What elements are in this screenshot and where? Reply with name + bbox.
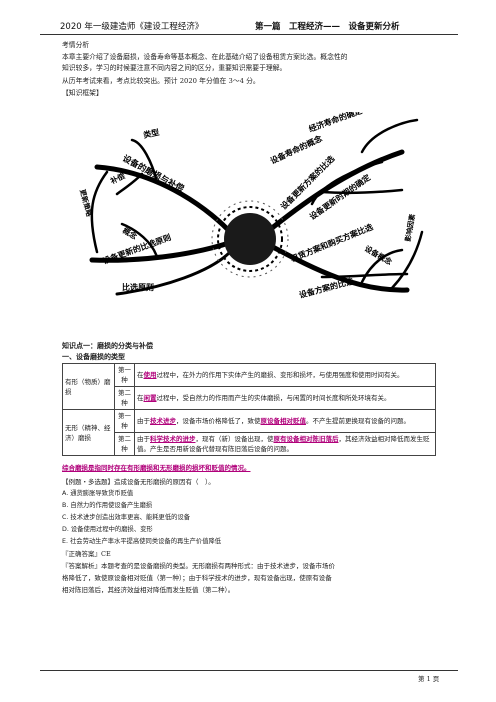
analysis-line-1: 『答案解析』本题考查的是设备磨损的类型。无形磨损有两种形式：由于技术进步，设备市…: [62, 562, 335, 570]
branch-lease-concept: [360, 248, 404, 284]
table-cell-desc: 在使用过程中，在外力的作用下实体产生的磨损、变形和损坏，与使用强度和使用时间有关…: [134, 363, 436, 387]
page-header: 2020 年一级建造师《建设工程经济》 第一篇 工程经济—— 设备更新分析: [40, 16, 458, 36]
analysis-line-3: 相对陈旧落后，其经济效益相对降低而发生贬值（第二种）。: [62, 586, 235, 594]
central-node: [211, 200, 289, 278]
mm-label-lease-concept: 设备概念: [363, 243, 394, 267]
example-block: 【例题・多选题】造成设备无形磨损的原因有（ ）。 A. 通货膨胀导致货币贬值 B…: [62, 476, 442, 596]
analysis-line-2: 格降低了，致使原设备相对贬值（第一种）；由于科学技术的进步，现有设备出现，使原有…: [62, 574, 332, 582]
branch-affect: [390, 230, 424, 290]
table-cell-desc: 由于技术进步，设备市场价格降低了，致使原设备相对贬值。不产生提前更换现有设备的问…: [134, 409, 436, 433]
summary-note: 综合磨损是指同时存在有形磨损和无形磨损的损坏和贬值的情况。: [62, 464, 251, 472]
branch-compensate: [115, 172, 144, 196]
header-rule: [40, 34, 458, 35]
option-e: E. 社会劳动生产率水平提高使同类设备的再生产价值降低: [62, 538, 222, 545]
intro-paragraph-2: 知识较多，学习的时候要注意不同内容之间的区分，重要知识需要于理解。: [62, 64, 287, 72]
knowledge-point-title: 知识点一：磨损的分类与补偿: [62, 342, 153, 350]
table-cell-kind: 第二种: [114, 432, 135, 456]
option-c: C. 技术进步创造出效率更高、能耗更低的设备: [62, 514, 191, 521]
mm-label-affect: 影响因素: [403, 213, 417, 242]
table-row: 无形（精神、经济）磨损 第一种 由于技术进步，设备市场价格降低了，致使原设备相对…: [62, 409, 436, 456]
branch-type: [130, 138, 159, 184]
mm-label-lease-buy: 租赁方案和购买方案比选: [289, 222, 374, 264]
intro-label: 考情分析: [62, 41, 90, 49]
example-question: 【例题・多选题】造成设备无形磨损的原因有（ ）。: [62, 478, 215, 486]
option-a: A. 通货膨胀导致货币贬值: [62, 490, 134, 497]
branch-wear-comp: [94, 164, 235, 237]
table-row: 第二种 在闲置过程中，受自然力的作用而产生的实体磨损，与闲置的时间长度和所处环境…: [63, 386, 436, 410]
table-cell-kind: 第二种: [114, 386, 135, 410]
header-chapter-title: 第一篇 工程经济—— 设备更新分析: [255, 22, 400, 32]
intro-paragraph-3: 从历年考试来看，考点比较突出。预计 2020 年分值在 3～4 分。: [62, 77, 260, 85]
section-subtitle: 一、设备磨损的类型: [62, 353, 125, 361]
branch-compare-left: [89, 239, 235, 263]
table-cell-kind: 第一种: [114, 363, 135, 387]
branch-econ-life: [360, 118, 419, 154]
branch-plan-compare: [264, 241, 410, 293]
branch-update-time: [320, 188, 404, 195]
mm-label-plan-compare: 设备方案的比选: [298, 276, 355, 300]
page-number: 第 1 页: [418, 675, 440, 683]
branch-lease-buy: [320, 272, 409, 279]
branch-update-strategy: [90, 170, 109, 254]
footer-rule: [40, 670, 458, 671]
mm-label-concept-left: 概念: [121, 225, 139, 241]
knowledge-mindmap: 类型 设备的磨损与补偿 补偿 更新策略 概念 设备更新的比选原则 比选原则 经济…: [78, 112, 424, 300]
table-cell-desc: 在闲置过程中，受自然力的作用而产生的实体磨损，与闲置的时间长度和所处环境有关。: [134, 386, 436, 410]
mm-label-compare-rule: 比选原则: [122, 282, 154, 292]
table-cell-desc: 由于科学技术的进步，现有（新）设备出现，使原有设备相对陈旧落后，其经济效益相对降…: [134, 432, 436, 456]
table-row: 第二种 由于科学技术的进步，现有（新）设备出现，使原有设备相对陈旧落后，其经济效…: [63, 432, 436, 456]
table-cell-type: 无形（精神、经济）磨损: [62, 409, 115, 456]
mm-label-life-concept: 设备寿命的概念: [269, 133, 324, 166]
branch-concept-left: [120, 222, 159, 259]
branch-life-concept: [310, 160, 384, 206]
intro-paragraph-1: 本章主要介绍了设备磨损，设备寿命等基本概念、在此基础介绍了设备租赁方案比选。概念…: [62, 53, 348, 61]
table-cell-kind: 第一种: [114, 409, 135, 433]
table-cell-type: 有形（物质）磨损: [62, 363, 115, 410]
option-d: D. 设备使用过程中的磨损、变形: [62, 526, 153, 533]
correct-answer: 『正确答案』CE: [62, 550, 111, 558]
mm-label-type: 类型: [142, 127, 160, 140]
wear-types-table: 有形（物质）磨损 第一种 在使用过程中，在外力的作用下实体产生的磨损、变形和损坏…: [62, 363, 436, 456]
header-book-title: 2020 年一级建造师《建设工程经济》: [60, 22, 204, 32]
framework-label: 【知识框架】: [62, 89, 103, 97]
mm-label-econ-life: 经济寿命的确定: [307, 112, 363, 134]
table-row: 有形（物质）磨损 第一种 在使用过程中，在外力的作用下实体产生的磨损、变形和损坏…: [62, 363, 436, 410]
option-b: B. 自然力的作用使设备产生磨损: [62, 502, 153, 509]
